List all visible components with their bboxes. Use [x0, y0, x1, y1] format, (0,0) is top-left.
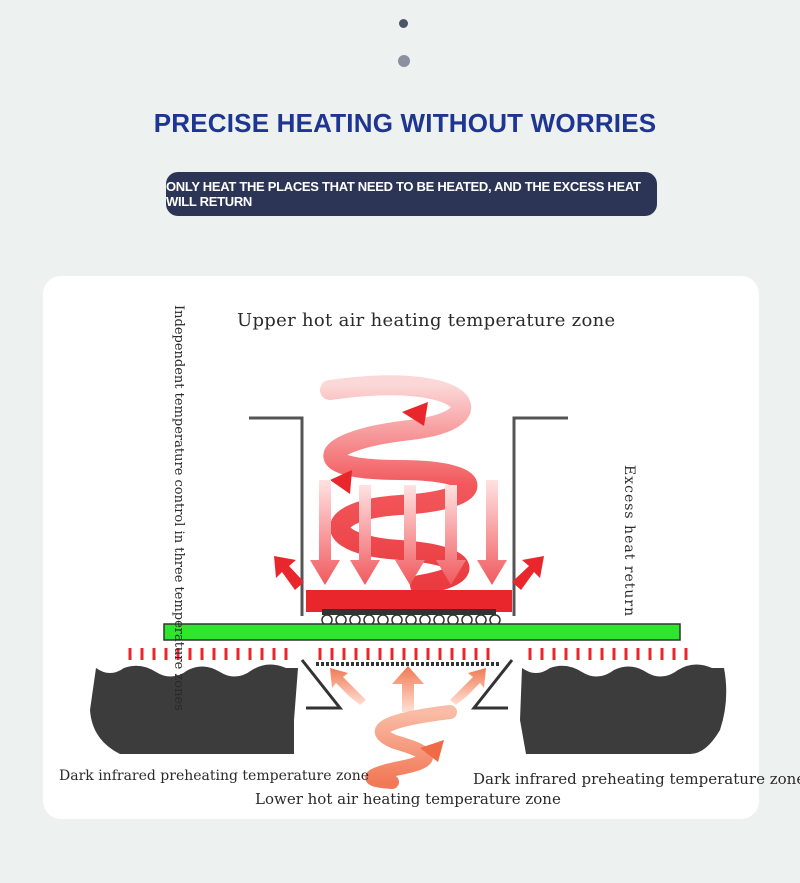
- pager-dot-2: [398, 55, 410, 67]
- upward-heat-arrows: [330, 666, 486, 712]
- excess-heat-arrow-right: [512, 556, 544, 590]
- upper-heating-plate: [306, 590, 512, 612]
- pcb-board: [163, 623, 681, 641]
- swirl-arrowhead-2: [330, 470, 352, 494]
- chip-base: [322, 609, 496, 615]
- subtitle-banner: ONLY HEAT THE PLACES THAT NEED TO BE HEA…: [166, 172, 657, 216]
- right-preheat-label: Dark infrared preheating temperature zon…: [473, 770, 800, 788]
- page-title: PRECISE HEATING WITHOUT WORRIES: [153, 108, 657, 138]
- lower-nozzle-housing: [300, 659, 514, 710]
- pager-dot-1: [399, 19, 408, 28]
- infrared-heater-ticks: [128, 648, 688, 660]
- swirl-arrowhead: [402, 402, 428, 426]
- upper-hot-air-swirl: [320, 375, 478, 595]
- excess-heat-arrow-left: [274, 556, 304, 590]
- three-zone-control-label: Independent temperature control in three…: [171, 305, 186, 711]
- lower-hot-air-swirl: [365, 705, 457, 789]
- preheater-right: [520, 664, 727, 754]
- downward-heat-arrows: [310, 480, 507, 585]
- lower-swirl-arrowhead: [420, 740, 444, 762]
- upper-zone-label: Upper hot air heating temperature zone: [237, 310, 616, 331]
- excess-heat-return-label: Excess heat return: [621, 465, 637, 618]
- lower-zone-label: Lower hot air heating temperature zone: [255, 790, 561, 808]
- upper-nozzle-housing: [249, 416, 568, 616]
- preheater-left: [90, 664, 298, 754]
- left-preheat-label: Dark infrared preheating temperature zon…: [59, 768, 370, 784]
- subtitle-text: ONLY HEAT THE PLACES THAT NEED TO BE HEA…: [166, 179, 641, 209]
